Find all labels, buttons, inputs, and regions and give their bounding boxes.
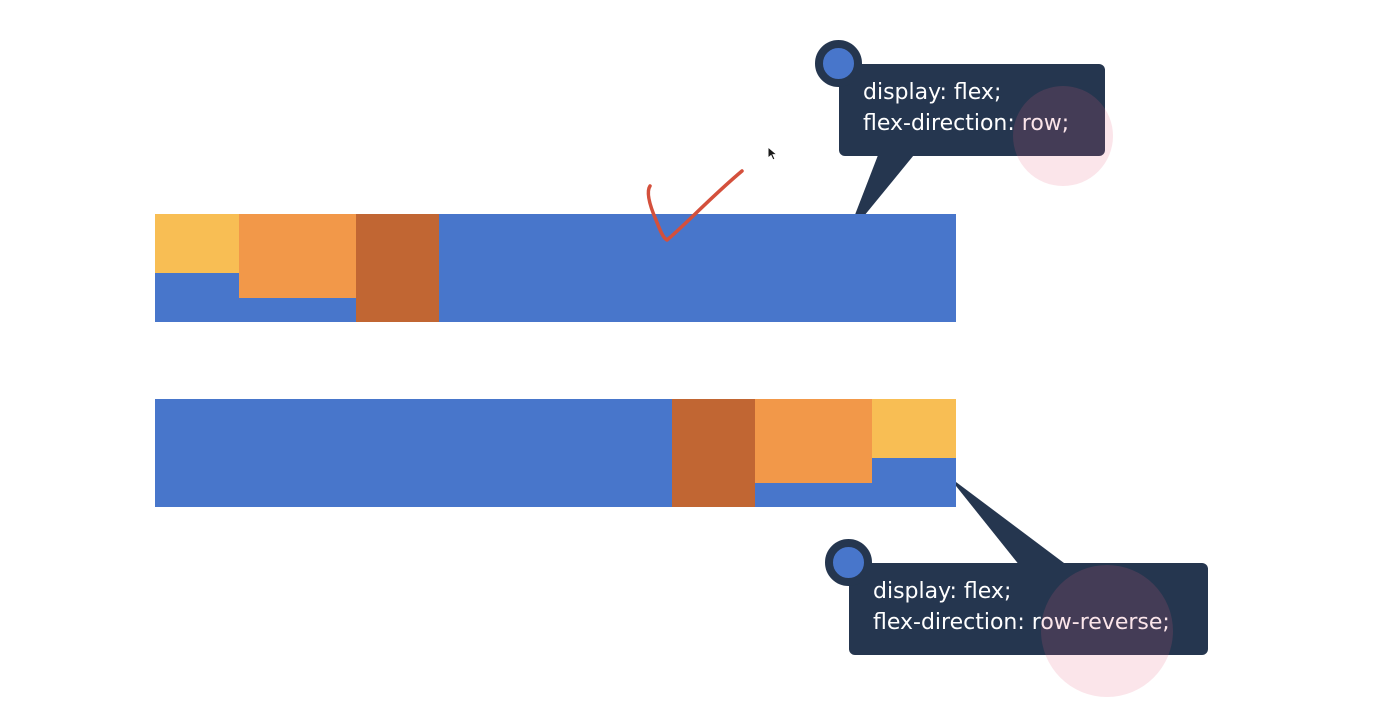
flex-item-1 bbox=[155, 214, 239, 273]
tooltip-bottom-pointer bbox=[948, 476, 1068, 566]
tooltip-row-reverse-value: row-reverse; bbox=[1031, 610, 1170, 635]
flex-item-2 bbox=[239, 214, 356, 298]
highlight-circle-row bbox=[1013, 86, 1113, 186]
flex-item-2 bbox=[755, 399, 872, 483]
tooltip-row-reverse-property: flex-direction: bbox=[873, 610, 1032, 635]
tooltip-row-line1: display: flex; bbox=[863, 80, 1002, 105]
tooltip-row-property: flex-direction: bbox=[863, 111, 1022, 136]
flex-row-reverse-container bbox=[155, 399, 956, 507]
tooltip-row-reverse-line1: display: flex; bbox=[873, 579, 1012, 604]
mouse-cursor-icon bbox=[767, 146, 779, 161]
tooltip-row-value: row; bbox=[1021, 111, 1070, 136]
flex-row-container bbox=[155, 214, 956, 322]
tooltip-row-line2: flex-direction: row; bbox=[863, 108, 1081, 139]
tooltip-row-reverse-line2: flex-direction: row-reverse; bbox=[873, 607, 1184, 638]
flex-item-3 bbox=[672, 399, 755, 507]
flex-item-1 bbox=[872, 399, 956, 458]
highlight-circle-row-reverse bbox=[1041, 565, 1173, 697]
tooltip-row-reverse-dot-icon bbox=[825, 539, 872, 586]
flex-item-3 bbox=[356, 214, 439, 322]
tooltip-row-reverse: display: flex; flex-direction: row-rever… bbox=[849, 563, 1208, 655]
tooltip-row-dot-icon bbox=[815, 40, 862, 87]
tooltip-row: display: flex; flex-direction: row; bbox=[839, 64, 1105, 156]
check-mark-stroke bbox=[646, 169, 744, 242]
